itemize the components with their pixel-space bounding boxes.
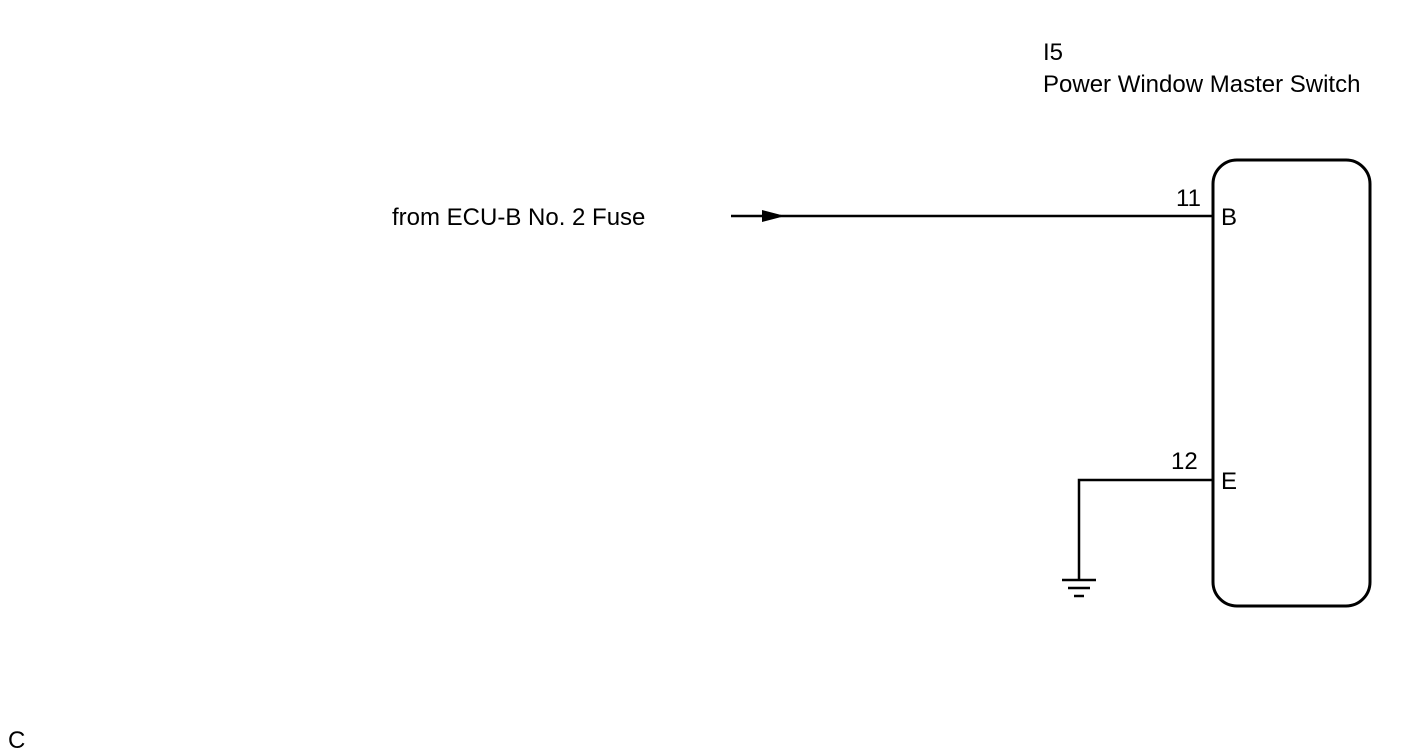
component-name: Power Window Master Switch — [1043, 71, 1360, 98]
component-code: I5 — [1043, 39, 1063, 66]
pin-name-e: E — [1221, 468, 1237, 495]
pin-name-b: B — [1221, 204, 1237, 231]
corner-label: C — [8, 727, 25, 754]
pin-number-11: 11 — [1176, 185, 1201, 212]
ground-symbol-icon — [1062, 578, 1096, 598]
ground-wire — [1077, 478, 1213, 580]
source-label: from ECU-B No. 2 Fuse — [392, 204, 645, 231]
pin-number-12: 12 — [1171, 448, 1198, 475]
switch-body — [1211, 158, 1372, 608]
arrow-right-icon — [731, 210, 785, 222]
